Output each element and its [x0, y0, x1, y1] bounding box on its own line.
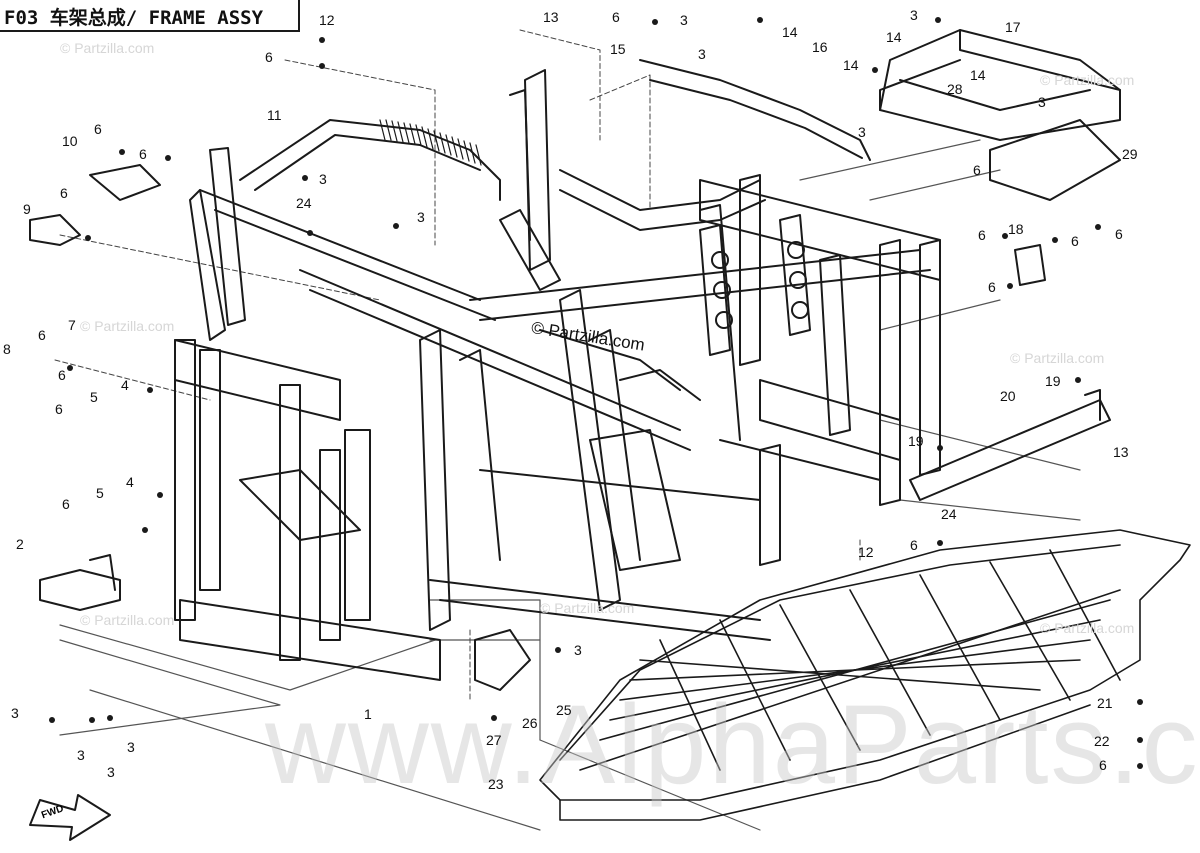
watermark-corner-3: © Partzilla.com	[1010, 350, 1105, 366]
callout-4: 4	[126, 474, 134, 490]
callout-23: 23	[488, 776, 504, 792]
callout-6: 6	[988, 279, 996, 295]
watermark-corner-2: © Partzilla.com	[1040, 72, 1135, 88]
callout-3: 3	[11, 705, 19, 721]
callout-1: 1	[364, 706, 372, 722]
callout-5: 5	[96, 485, 104, 501]
watermark-corner-6: © Partzilla.com	[80, 318, 175, 334]
callout-6: 6	[58, 367, 66, 383]
watermark-alphaparts: www.AlphaParts.com	[265, 682, 1200, 807]
callout-24: 24	[296, 195, 312, 211]
callout-12: 12	[858, 544, 874, 560]
callout-14: 14	[970, 67, 986, 83]
callout-20: 20	[1000, 388, 1016, 404]
callout-6: 6	[94, 121, 102, 137]
fasteners	[49, 17, 1143, 769]
watermark-corner-1: © Partzilla.com	[60, 40, 155, 56]
callout-3: 3	[127, 739, 135, 755]
callout-14: 14	[886, 29, 902, 45]
bracket-10	[89, 164, 161, 201]
callout-10: 10	[62, 133, 78, 149]
bracket-9	[29, 214, 81, 246]
watermark-corner-7: © Partzilla.com	[80, 612, 175, 628]
callout-3: 3	[680, 12, 688, 28]
callout-22: 22	[1094, 733, 1110, 749]
leader-lines	[54, 29, 861, 701]
callout-6: 6	[973, 162, 981, 178]
callout-3: 3	[1038, 94, 1046, 110]
callout-17: 17	[1005, 19, 1021, 35]
bracket-18	[1014, 244, 1046, 286]
callout-6: 6	[265, 49, 273, 65]
callout-3: 3	[574, 642, 582, 658]
callout-6: 6	[1099, 757, 1107, 773]
callout-12-top: 12	[319, 12, 335, 28]
bar-20	[909, 389, 1111, 501]
callout-3: 3	[107, 764, 115, 780]
callout-13-top: 13	[543, 9, 559, 25]
bracket-2	[39, 554, 121, 611]
callout-6: 6	[612, 9, 620, 25]
callout-6: 6	[62, 496, 70, 512]
callout-13: 13	[1113, 444, 1129, 460]
callout-28: 28	[947, 81, 963, 97]
callout-7: 7	[68, 317, 76, 333]
diagram-title: F03 车架总成/ FRAME ASSY	[4, 7, 264, 29]
coil-spring	[379, 119, 482, 166]
callout-6: 6	[1071, 233, 1079, 249]
callout-2: 2	[16, 536, 24, 552]
callout-3: 3	[858, 124, 866, 140]
callout-14: 14	[843, 57, 859, 73]
callout-3: 3	[77, 747, 85, 763]
callout-6: 6	[139, 146, 147, 162]
callout-3: 3	[319, 171, 327, 187]
frame-rear-section	[699, 174, 941, 566]
callout-26: 26	[522, 715, 538, 731]
fwd-arrow	[29, 794, 111, 841]
callout-24: 24	[941, 506, 957, 522]
callout-6: 6	[55, 401, 63, 417]
callout-25: 25	[556, 702, 572, 718]
callout-3: 3	[910, 7, 918, 23]
callout-6: 6	[1115, 226, 1123, 242]
watermark-corner-5: © Partzilla.com	[1040, 620, 1135, 636]
watermark-corner-4: © Partzilla.com	[540, 600, 635, 616]
callout-21: 21	[1097, 695, 1113, 711]
callout-6: 6	[60, 185, 68, 201]
callout-4: 4	[121, 377, 129, 393]
callout-14: 14	[782, 24, 798, 40]
callout-11: 11	[267, 107, 282, 123]
callout-6: 6	[38, 327, 46, 343]
ground-plane-lines	[59, 139, 1081, 831]
callout-16: 16	[812, 39, 828, 55]
callout-3: 3	[698, 46, 706, 62]
callout-5: 5	[90, 389, 98, 405]
callout-6: 6	[978, 227, 986, 243]
title-box: F03 车架总成/ FRAME ASSY	[0, 0, 300, 32]
frame-center-section	[299, 69, 931, 641]
callout-18: 18	[1008, 221, 1024, 237]
callout-19: 19	[908, 433, 924, 449]
plate-29	[989, 119, 1121, 201]
bracket-25	[474, 629, 531, 691]
callout-29: 29	[1122, 146, 1138, 162]
callout-3: 3	[417, 209, 425, 225]
upper-rear-rail	[559, 59, 871, 231]
callout-6: 6	[910, 537, 918, 553]
callout-27: 27	[486, 732, 502, 748]
skid-plate	[539, 529, 1191, 821]
callout-15: 15	[610, 41, 626, 57]
callout-19: 19	[1045, 373, 1061, 389]
frame-left-section	[174, 119, 501, 681]
rear-rack	[879, 29, 1121, 141]
callout-8: 8	[3, 341, 11, 357]
callout-9: 9	[23, 201, 31, 217]
